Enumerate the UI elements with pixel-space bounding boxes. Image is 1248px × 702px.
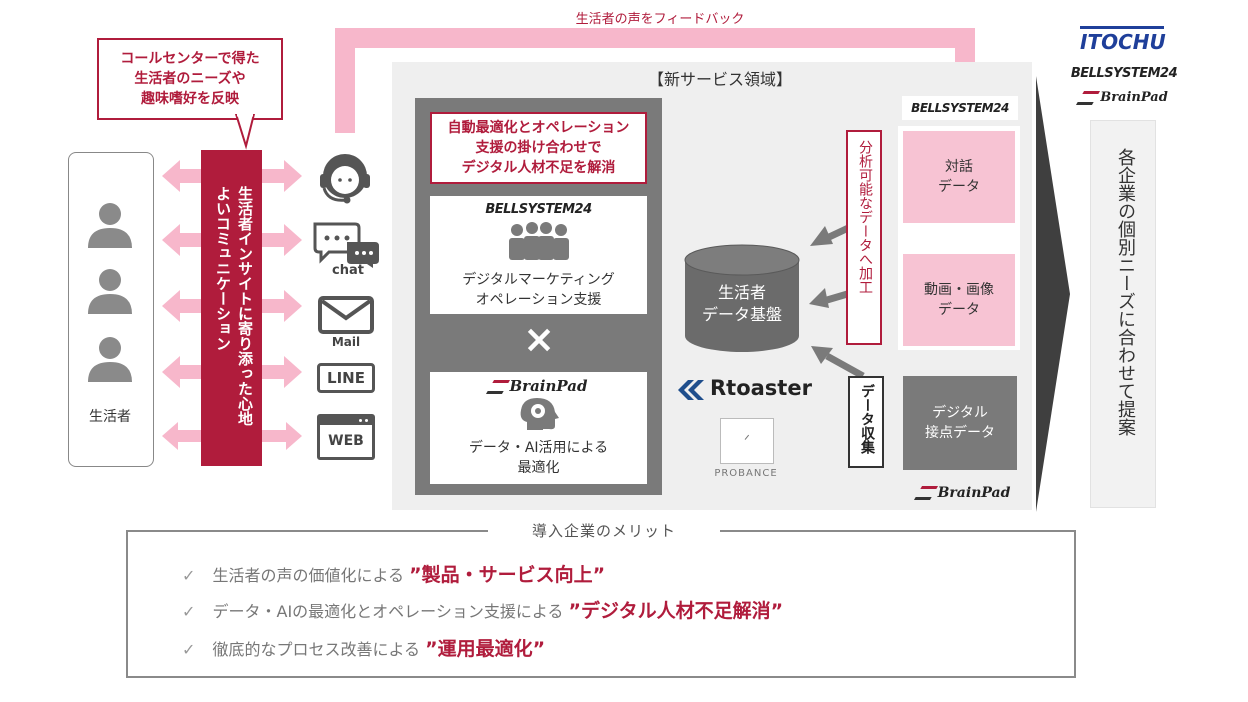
merit-prefix: 徹底的なプロセス改善による — [212, 640, 421, 659]
merit-item: ✓ データ・AIの最適化とオペレーション支援による ”デジタル人材不足解消” — [182, 596, 783, 624]
check-icon: ✓ — [182, 566, 196, 585]
callout-pointer — [234, 114, 256, 150]
new-service-title: 【新サービス領域】 — [647, 70, 792, 89]
chat-label: chat — [332, 263, 364, 278]
brainpad-mark-icon — [1076, 90, 1101, 105]
rtoaster-logo: Rtoaster — [710, 376, 812, 400]
person-icon — [88, 269, 132, 314]
merit-emphasis: ”デジタル人材不足解消” — [568, 600, 784, 622]
probance-logo-icon: ᐟ — [720, 418, 774, 464]
line-badge: LINE — [317, 363, 375, 393]
check-icon: ✓ — [182, 602, 196, 621]
brainpad-mark-icon — [485, 380, 510, 394]
feedback-arrow-top — [335, 28, 975, 48]
data-ai-label: データ・AI活用による 最適化 — [468, 440, 609, 476]
brainpad-mark-icon — [913, 486, 938, 500]
merit-emphasis: ”運用最適化” — [425, 638, 546, 660]
feedback-arrow-up — [335, 28, 355, 133]
proposal-chevron — [1036, 76, 1070, 512]
database-cylinder — [684, 244, 800, 352]
cross-mark: × — [523, 317, 555, 361]
web-browser-icon — [317, 414, 375, 460]
feedback-label: 生活者の声をフィードバック — [575, 12, 745, 27]
bottom-brainpad-logo: BrainPad — [904, 485, 1024, 501]
database-label: 生活者 データ基盤 — [701, 283, 782, 324]
dialog-data-card: 対話 データ — [903, 131, 1015, 223]
video-data-card: 動画・画像 データ — [903, 254, 1015, 346]
person-icon — [88, 337, 132, 382]
right-bellsystem24-logo: BELLSYSTEM24 — [902, 96, 1018, 120]
brainpad-logo: BrainPad — [430, 377, 647, 395]
analyzable-label: 分析可能なデータへ加工 — [857, 140, 873, 294]
proposal-label: 各企業の個別ニーズに合わせて提案 — [1115, 148, 1136, 436]
insight-bar — [201, 150, 262, 466]
itochu-logo: ITOCHU — [1080, 26, 1166, 55]
ai-brain-head-icon — [520, 398, 559, 430]
callcenter-callout: コールセンターで得た 生活者のニーズや 趣味嗜好を反映 — [97, 38, 283, 120]
insight-bar-text: 生活者インサイトに寄り添った心地よいコミュニケーション — [214, 186, 254, 426]
corporate-bellsystem24-logo: BELLSYSTEM24 — [1070, 66, 1178, 81]
bellsystem24-logo: BELLSYSTEM24 — [485, 202, 592, 217]
person-icon — [88, 203, 132, 248]
consumer-label: 生活者 — [89, 409, 131, 425]
solution-callout: 自動最適化とオペレーション 支援の掛け合わせで デジタル人材不足を解消 — [430, 112, 647, 184]
merit-item: ✓ 徹底的なプロセス改善による ”運用最適化” — [182, 634, 545, 662]
proposal-box — [1090, 120, 1156, 508]
probance-logo: PROBANCE — [714, 468, 778, 479]
mail-label: Mail — [331, 335, 361, 349]
merits-box — [126, 530, 1076, 678]
digital-marketing-label: デジタルマーケティング オペレーション支援 — [462, 272, 615, 308]
merit-emphasis: ”製品・サービス向上” — [409, 564, 606, 586]
digital-touch-data-card: デジタル 接点データ — [903, 376, 1017, 470]
collect-label: データ収集 — [859, 384, 875, 454]
rtoaster-logo-icon — [678, 380, 704, 400]
merit-prefix: 生活者の声の価値化による — [212, 566, 405, 585]
feedback-arrow-down — [955, 28, 975, 72]
web-label: WEB — [328, 433, 364, 449]
chat-icon — [313, 222, 379, 268]
analyzable-box — [846, 130, 882, 345]
merit-item: ✓ 生活者の声の価値化による ”製品・サービス向上” — [182, 560, 605, 588]
corporate-brainpad-logo: BrainPad — [1064, 90, 1184, 105]
merit-prefix: データ・AIの最適化とオペレーション支援による — [212, 602, 564, 621]
team-icon — [509, 222, 569, 260]
mail-icon — [318, 296, 374, 334]
call-center-operator-icon — [320, 154, 370, 204]
check-icon: ✓ — [182, 640, 196, 659]
merits-title: 導入企業のメリット — [488, 520, 720, 541]
collect-box — [848, 376, 884, 468]
